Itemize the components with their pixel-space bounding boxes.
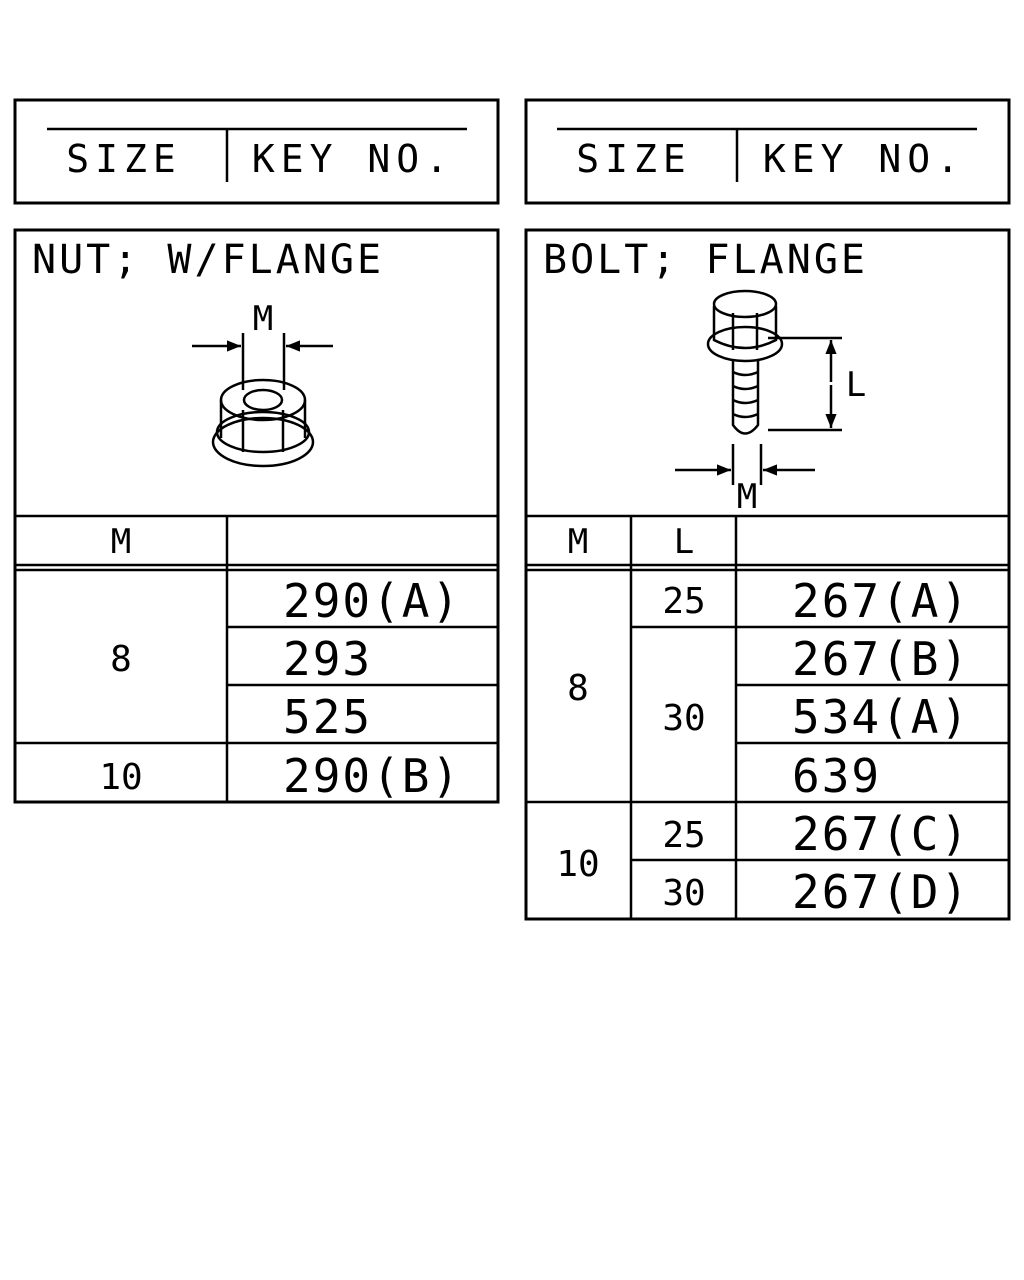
right-header-box: SIZE KEY NO. [524, 98, 1011, 205]
nut-key-290a: 290(A) [283, 574, 461, 628]
nut-title: NUT; W/FLANGE [32, 237, 384, 283]
bolt-key-267a: 267(A) [792, 574, 970, 628]
right-header-key-label: KEY NO. [763, 137, 965, 181]
bolt-length-30: 30 [662, 698, 705, 739]
bolt-dim-l-label: L [846, 365, 866, 405]
bolt-length-30: 30 [662, 873, 705, 914]
nut-key-293: 293 [283, 632, 372, 686]
nut-panel: NUT; W/FLANGE M M 8 10 290(A) [13, 228, 500, 804]
flange-bolt-drawing: L M [675, 289, 866, 517]
nut-key-525: 525 [283, 690, 372, 744]
left-header-box: SIZE KEY NO. [13, 98, 500, 205]
left-header-key-label: KEY NO. [252, 137, 454, 181]
nut-dim-m-label: M [253, 299, 273, 339]
left-header-size-label: SIZE [66, 137, 182, 181]
bolt-col-m: M [568, 522, 588, 562]
bolt-size-m8: 8 [567, 668, 589, 709]
bolt-col-l: L [674, 522, 694, 562]
nut-key-290b: 290(B) [283, 749, 461, 803]
bolt-key-534a: 534(A) [792, 690, 970, 744]
bolt-key-267c: 267(C) [792, 807, 970, 861]
bolt-length-25: 25 [662, 581, 705, 622]
flange-nut-drawing: M [192, 299, 333, 468]
nut-col-m: M [111, 522, 131, 562]
bolt-length-25: 25 [662, 815, 705, 856]
right-header-size-label: SIZE [576, 137, 692, 181]
bolt-key-639: 639 [792, 749, 881, 803]
bolt-title: BOLT; FLANGE [543, 237, 868, 283]
bolt-size-m10: 10 [556, 844, 599, 885]
bolt-key-267b: 267(B) [792, 632, 970, 686]
bolt-key-267d: 267(D) [792, 865, 970, 919]
bolt-dim-m-label: M [737, 477, 757, 517]
nut-size-m8: 8 [110, 639, 132, 680]
nut-size-m10: 10 [99, 757, 142, 798]
bolt-panel: BOLT; FLANGE L M [524, 228, 1011, 921]
